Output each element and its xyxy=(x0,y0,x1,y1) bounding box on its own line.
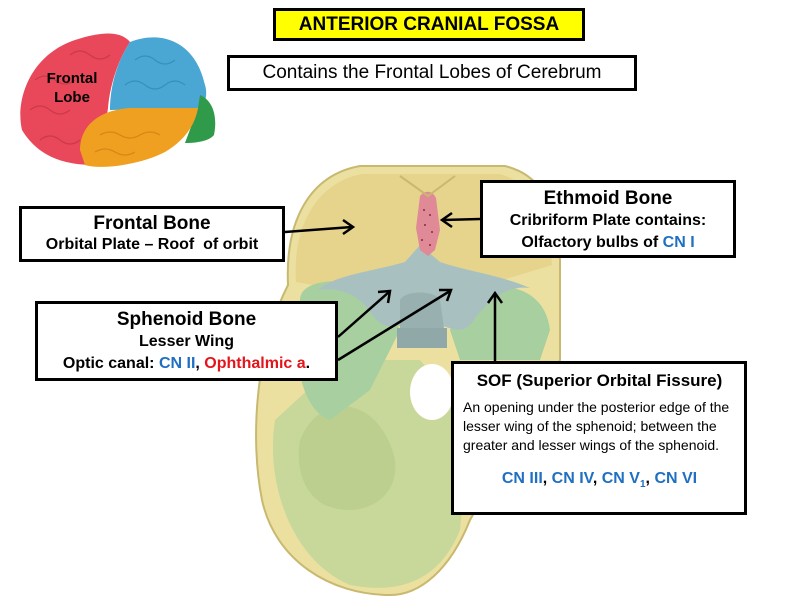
sof-description: An opening under the posterior edge of t… xyxy=(463,399,730,453)
cn-iv-nerve: CN IV xyxy=(551,470,593,487)
leader-lines xyxy=(284,211,504,362)
temporal-lobe xyxy=(80,108,198,167)
frontal-arrow xyxy=(284,225,353,234)
cn-i-nerve: CN I xyxy=(662,234,695,251)
cn-iii-nerve: CN III xyxy=(501,470,543,487)
frontal-bone-label: Frontal Bone Orbital Plate – Roof of orb… xyxy=(19,206,285,262)
ethmoid-bone-label: Ethmoid Bone Cribriform Plate contains: … xyxy=(480,180,736,258)
ethmoid-bone-detail-2: Olfactory bulbs of CN I xyxy=(483,232,733,254)
cn-v-nerve: CN V xyxy=(601,470,640,487)
foramen-magnum xyxy=(410,364,454,420)
parietal-lobe xyxy=(110,37,207,110)
frontal-bone-detail: Orbital Plate – Roof of orbit xyxy=(45,236,259,253)
sphenoid-arrow-1 xyxy=(337,291,390,338)
period: . xyxy=(305,355,311,372)
ethmoid-bone-detail-1: Cribriform Plate contains: xyxy=(509,212,707,229)
separator: , xyxy=(542,470,552,487)
ethmoid-arrow xyxy=(442,217,481,222)
olfactory-text: Olfactory bulbs of xyxy=(521,234,663,251)
frontal-lobe-label-line1: Frontal xyxy=(46,70,98,87)
page-subtitle: Contains the Frontal Lobes of Cerebrum xyxy=(227,55,637,91)
sphenoid-bone-subheading: Lesser Wing xyxy=(139,333,234,350)
sphenoid-bone-heading: Sphenoid Bone xyxy=(116,309,257,330)
ophthalmic-artery: Ophthalmic a xyxy=(204,355,306,372)
occipital-lobe xyxy=(185,95,216,143)
brain-illustration xyxy=(20,33,216,167)
sphenoid-arrow-2 xyxy=(337,289,451,362)
cn-v-subscript: 1 xyxy=(639,479,646,491)
frontal-lobe-label: Frontal Lobe xyxy=(37,69,107,107)
separator: , xyxy=(592,470,602,487)
cn-vi-nerve: CN VI xyxy=(654,470,698,487)
optic-canal-line: Optic canal: CN II, Ophthalmic a. xyxy=(38,353,335,375)
sof-heading: SOF (Superior Orbital Fissure) xyxy=(476,371,723,390)
sphenoid-bone-label: Sphenoid Bone Lesser Wing Optic canal: C… xyxy=(35,301,338,381)
sof-nerves: CN III, CN IV, CN V1, CN VI xyxy=(463,468,736,496)
ethmoid-bone-heading: Ethmoid Bone xyxy=(543,188,673,209)
sof-label: SOF (Superior Orbital Fissure) An openin… xyxy=(451,361,747,515)
cn-ii-nerve: CN II xyxy=(158,355,196,372)
separator: , xyxy=(645,470,655,487)
page-title: ANTERIOR CRANIAL FOSSA xyxy=(273,8,585,41)
optic-canal-text: Optic canal: xyxy=(62,355,159,372)
frontal-lobe-label-line2: Lobe xyxy=(54,89,90,106)
frontal-bone-heading: Frontal Bone xyxy=(93,213,211,234)
separator: , xyxy=(195,355,205,372)
